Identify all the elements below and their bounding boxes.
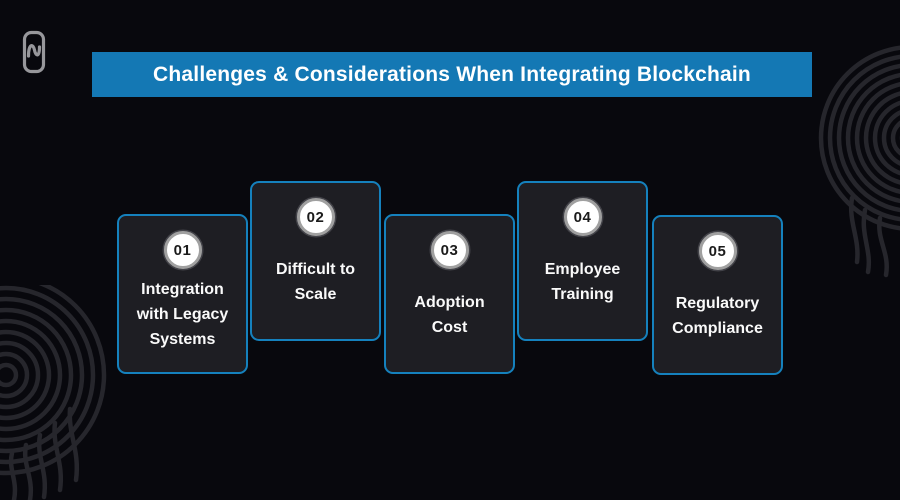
step-number: 02 [306, 208, 325, 226]
challenge-card-5: 05 Regulatory Compliance [652, 215, 783, 375]
step-number: 05 [708, 242, 727, 260]
step-number: 03 [440, 241, 459, 259]
page-title: Challenges & Considerations When Integra… [153, 62, 751, 86]
step-number-badge: 05 [698, 232, 737, 270]
title-banner: Challenges & Considerations When Integra… [92, 52, 812, 97]
step-number-badge: 04 [563, 198, 602, 236]
challenge-card-1: 01 Integration with Legacy Systems [117, 214, 248, 374]
challenge-label: Difficult to Scale [275, 260, 356, 303]
brand-logo-icon [22, 30, 46, 74]
step-number: 04 [573, 208, 592, 226]
concentric-rings-icon [818, 45, 900, 278]
step-number-badge: 01 [163, 231, 202, 269]
challenge-label: Adoption Cost [414, 293, 485, 336]
challenge-label: Employee Training [544, 260, 621, 303]
step-number-badge: 03 [430, 231, 469, 269]
challenge-label: Integration with Legacy Systems [136, 281, 229, 348]
step-number: 01 [173, 241, 192, 259]
challenge-card-2: 02 Difficult to Scale [250, 181, 381, 341]
challenge-card-4: 04 Employee Training [517, 181, 648, 341]
challenge-card-3: 03 Adoption Cost [384, 214, 515, 374]
challenge-label: Regulatory Compliance [672, 294, 763, 337]
step-number-badge: 02 [296, 198, 335, 236]
